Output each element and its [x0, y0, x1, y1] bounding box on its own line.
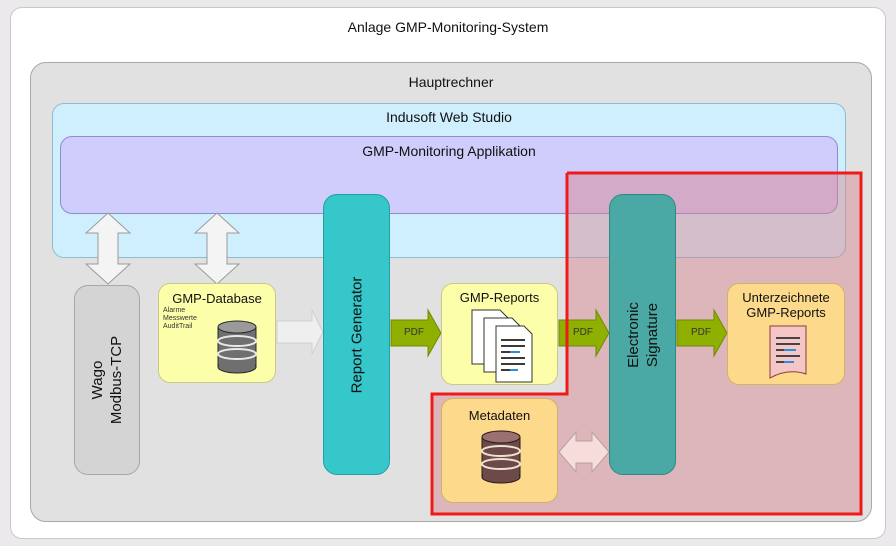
pdf-arrow-2 — [558, 308, 610, 358]
diagram-title: Anlage GMP-Monitoring-System — [347, 19, 549, 35]
signed-document-icon — [769, 325, 807, 379]
signed-reports-line2: GMP-Reports — [746, 305, 826, 320]
electronic-signature-box: Electronic Signature — [609, 194, 676, 475]
gmp-reports-box: GMP-Reports — [441, 283, 558, 385]
metadata-database-icon — [481, 430, 521, 484]
db-item-audittrail: AuditTrail — [163, 323, 193, 330]
metadaten-label: Metadaten — [468, 408, 531, 423]
database-icon — [217, 320, 257, 374]
pdf-label-1: PDF — [404, 327, 424, 338]
gmp-database-label: GMP-Database — [172, 291, 262, 306]
gmp-database-box: GMP-Database Alarme Messwerte AuditTrail — [158, 283, 276, 383]
pdf-label-2: PDF — [573, 327, 593, 338]
hauptrechner-label: Hauptrechner — [408, 74, 494, 90]
metadaten-box: Metadaten — [441, 398, 558, 503]
report-generator-box: Report Generator — [323, 194, 390, 475]
wago-app-double-arrow — [84, 212, 132, 285]
db-item-messwerte: Messwerte — [163, 315, 197, 322]
pdf-arrow-3 — [676, 308, 728, 358]
signed-reports-line1: Unterzeichnete — [742, 290, 830, 305]
documents-icon — [471, 309, 533, 383]
gmp-reports-label: GMP-Reports — [459, 290, 540, 305]
signed-reports-box: Unterzeichnete GMP-Reports — [727, 283, 845, 385]
indusoft-label: Indusoft Web Studio — [386, 109, 512, 125]
pdf-arrow-1 — [390, 308, 442, 358]
wago-box: Wago Modbus-TCP — [74, 285, 140, 475]
db-item-alarme: Alarme — [163, 307, 186, 314]
signed-reports-label: Unterzeichnete GMP-Reports — [728, 290, 844, 320]
gmp-app-label: GMP-Monitoring Applikation — [362, 143, 536, 159]
gmp-app-container — [60, 136, 838, 214]
db-to-report-arrow — [276, 309, 324, 355]
gmp-database-items: Alarme Messwerte AuditTrail — [163, 307, 197, 331]
pdf-label-3: PDF — [691, 327, 711, 338]
